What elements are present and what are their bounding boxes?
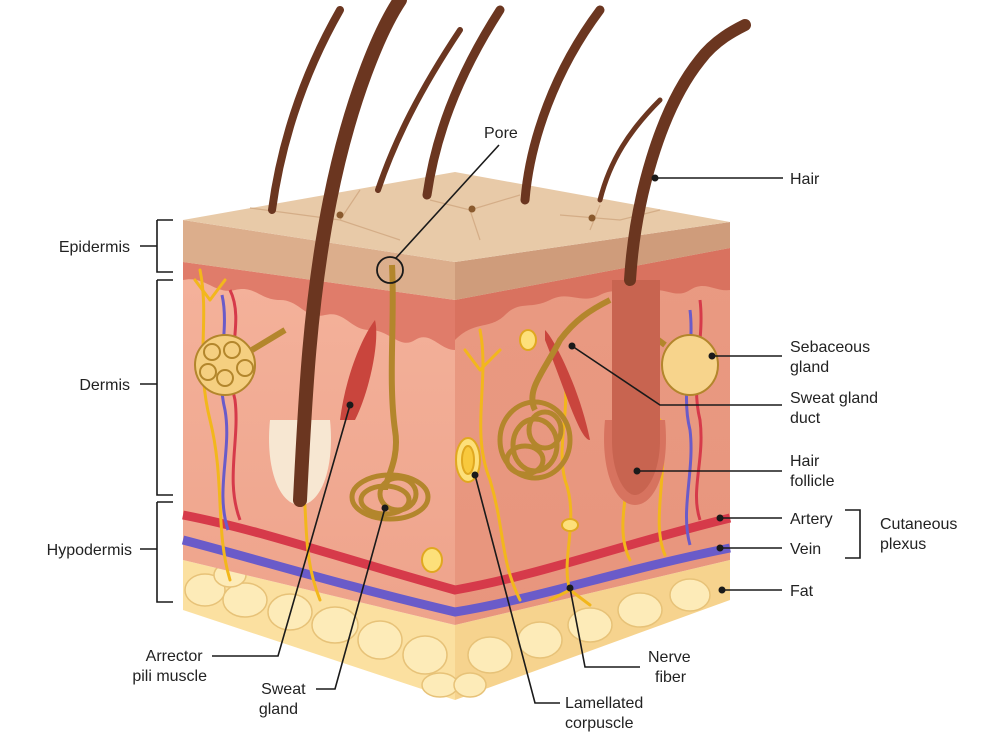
dermal-papillae-right (455, 248, 730, 340)
arrector-muscle-right (545, 330, 590, 440)
sweat-gland-right-coil (497, 399, 573, 481)
label-cutaneous-plexus-line-1: Cutaneous (880, 516, 957, 533)
artery-vessel (182, 510, 732, 595)
label-sweat-gland-duct: Sweat gland duct (790, 390, 883, 427)
label-nerve-fiber: Nerve fiber (648, 649, 695, 686)
label-fat: Fat (790, 583, 814, 600)
label-hair-follicle-line-2: follicle (790, 473, 835, 490)
label-sebaceous-gland-line-1: Sebaceous (790, 339, 870, 356)
label-sweat-gland: Sweat gland (259, 681, 310, 718)
vein-branch-1 (219, 294, 230, 531)
label-lamellated-corpuscle: Lamellated corpuscle (565, 695, 648, 732)
label-sweat-gland-line-1: Sweat (261, 681, 306, 698)
label-artery: Artery (790, 511, 833, 528)
label-nerve-fiber-line-2: fiber (655, 669, 687, 686)
label-sebaceous-gland: Sebaceous gland (790, 339, 875, 376)
arrector-muscle-left (340, 320, 377, 420)
label-nerve-fiber-line-1: Nerve (648, 649, 691, 666)
label-pore: Pore (484, 125, 518, 142)
label-epidermis: Epidermis (59, 239, 130, 256)
surface-pores (336, 205, 596, 222)
label-cutaneous-plexus: Cutaneous plexus (880, 516, 962, 553)
epidermis-right-face (455, 222, 730, 300)
leader-lines (140, 144, 861, 704)
label-arrector-pili-muscle: Arrector pili muscle (132, 648, 207, 685)
sweat-duct-right (529, 297, 612, 412)
label-sweat-gland-duct-line-1: Sweat gland (790, 390, 878, 407)
label-sweat-gland-line-2: gland (259, 701, 298, 718)
label-arrector-line-1: Arrector (146, 648, 204, 665)
label-vein: Vein (790, 541, 821, 558)
label-sweat-gland-duct-line-2: duct (790, 410, 821, 427)
pore-circle (376, 256, 404, 284)
label-sebaceous-gland-line-2: gland (790, 359, 829, 376)
skin-block (181, 0, 751, 700)
hair-shafts (268, 0, 751, 507)
label-lamellated-line-2: corpuscle (565, 715, 634, 732)
label-arrector-line-2: pili muscle (132, 668, 207, 685)
vein-vessel (181, 535, 731, 617)
artery-branch-1 (228, 289, 242, 521)
labels: Pore Hair Epidermis Dermis Hypodermis Se… (47, 125, 962, 732)
lamellated-corpuscle (421, 329, 579, 573)
label-hair-follicle: Hair follicle (790, 453, 835, 490)
label-hypodermis: Hypodermis (47, 542, 132, 559)
sweat-gland-left-coil (349, 472, 431, 522)
sebaceous-gland-left (194, 327, 287, 396)
label-lamellated-line-1: Lamellated (565, 695, 643, 712)
artery-branch-2 (694, 299, 703, 521)
fat-cells (184, 562, 711, 698)
label-cutaneous-plexus-line-2: plexus (880, 536, 926, 553)
label-hair-follicle-line-1: Hair (790, 453, 820, 470)
label-dermis: Dermis (79, 377, 130, 394)
anchor-dots (346, 174, 726, 594)
follicle-sheath-right (612, 280, 660, 495)
label-hair: Hair (790, 171, 820, 188)
